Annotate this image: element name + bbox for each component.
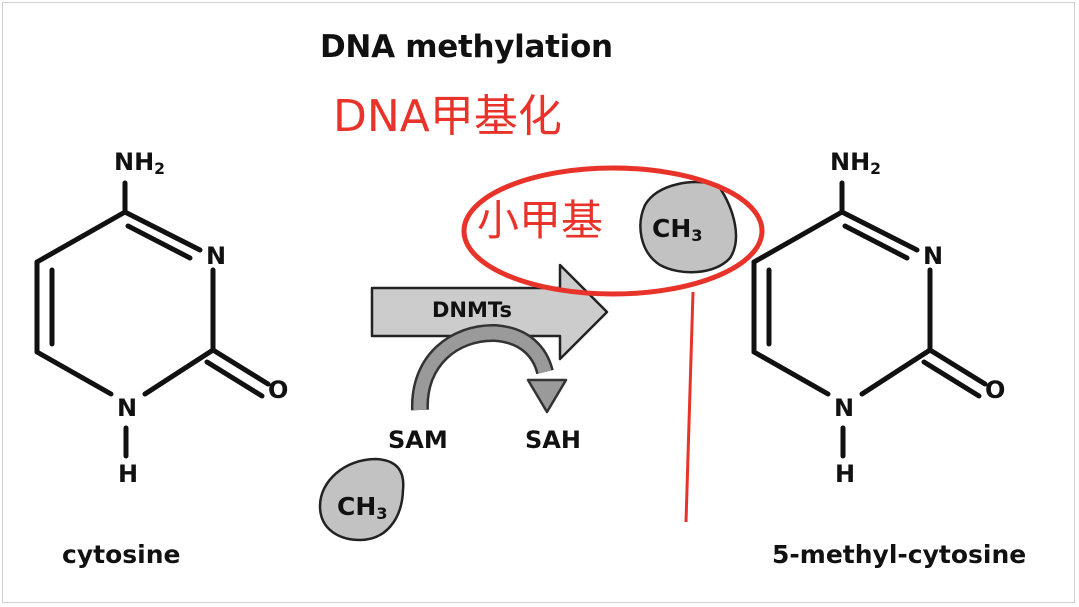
cytosine-bond-c2-n1	[142, 347, 216, 397]
sam-label: SAM	[388, 426, 448, 454]
cytosine-bond-c2-o	[210, 347, 271, 387]
highlight-ellipse-icon	[461, 165, 765, 297]
methyl-drop-icon	[639, 180, 738, 274]
methylcytosine-caption: 5-methyl-cytosine	[772, 540, 1027, 569]
cytosine-hydrogen-label: H	[118, 460, 139, 488]
sah-label: SAH	[525, 426, 581, 454]
cytosine-caption: cytosine	[62, 540, 181, 569]
methylcytosine-bond-c5-c4	[751, 209, 845, 265]
amino-text: NH2	[114, 148, 166, 178]
methylcytosine-bond-c4-n3	[839, 209, 920, 253]
cytosine-n3-label: N	[206, 242, 227, 270]
methylcytosine-bond-c2-n1	[859, 347, 933, 397]
methylcytosine-n3-label: N	[923, 242, 944, 270]
methyl-label-bottom: CH3	[337, 492, 388, 524]
methylcytosine-n1-label: N	[834, 394, 855, 422]
cytosine-double-bond-c2-o	[204, 359, 265, 399]
diagram-title-chinese: DNA甲基化	[333, 91, 562, 142]
methylcytosine-oxygen-label: O	[985, 376, 1006, 404]
curved-arrow-icon	[410, 323, 568, 414]
methylcytosine-amino-label: NH2	[830, 150, 881, 177]
highlight-pointer-line	[684, 291, 695, 523]
cytosine-bond-c4-n3	[122, 209, 203, 253]
methylcytosine-bond-c2-o	[927, 347, 988, 387]
cytosine-oxygen-label: O	[268, 376, 289, 404]
cytosine-structure	[34, 180, 271, 459]
methylcytosine-structure	[751, 180, 988, 459]
amino-text: NH2	[830, 148, 882, 178]
methyl-annotation: 小甲基	[477, 196, 604, 245]
methyl-label-top: CH3	[652, 214, 703, 246]
methyl-drop-icon	[318, 457, 405, 542]
cytosine-amino-label: NH2	[114, 150, 165, 177]
diagram-title: DNA methylation	[320, 29, 613, 65]
methylcytosine-hydrogen-label: H	[835, 460, 856, 488]
methylcytosine-bond-n1-c6	[751, 349, 831, 397]
cytosine-double-bond-c4-n3	[125, 223, 193, 261]
cytosine-n1-label: N	[117, 394, 138, 422]
cytosine-bond-c5-c4	[34, 209, 128, 265]
methylcytosine-double-bond-c4-n3	[842, 223, 910, 261]
cytosine-bond-n1-c6	[34, 349, 114, 397]
enzyme-label: DNMTs	[432, 298, 512, 322]
methylcytosine-double-bond-c2-o	[921, 359, 982, 399]
